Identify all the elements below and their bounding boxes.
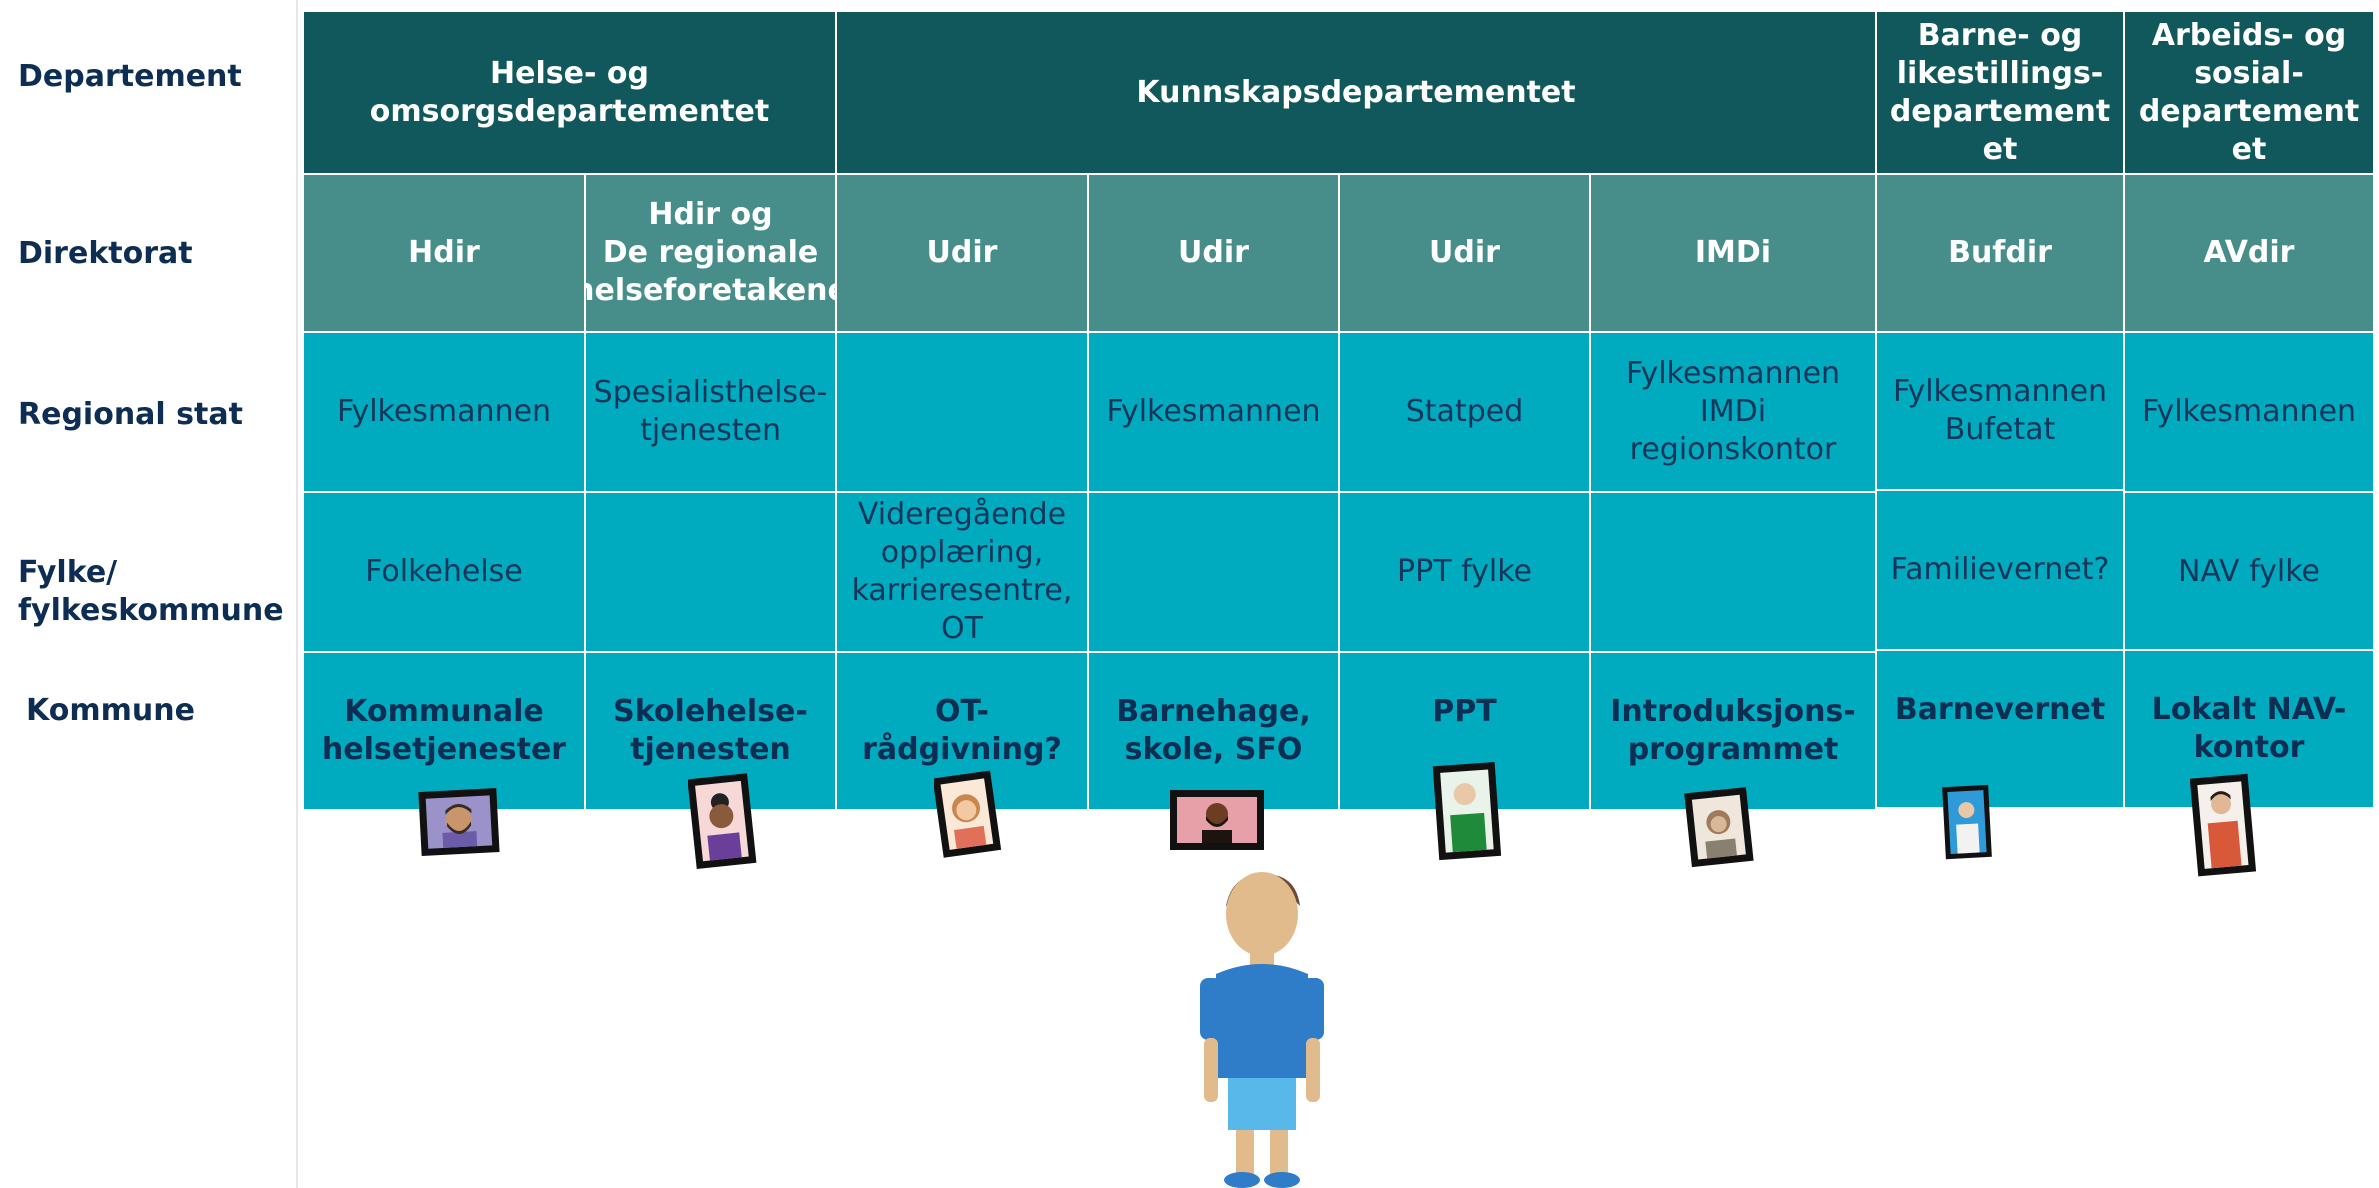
portrait-icon — [1684, 787, 1754, 868]
directorate-cell: Udir — [1087, 173, 1340, 333]
portrait-icon — [2190, 773, 2257, 877]
county-cell: Folkehelse — [302, 491, 586, 653]
county-cell — [1589, 491, 1877, 653]
directorate-cell: IMDi — [1589, 173, 1877, 333]
child-figure-icon — [1200, 872, 1324, 1188]
row-label-kommune: Kommune — [26, 693, 195, 728]
directorate-cell: AVdir — [2123, 173, 2375, 333]
directorate-cell: Hdir og De regionale helseforetakene — [584, 173, 837, 333]
department-cell: Helse- og omsorgsdepartementet — [302, 10, 837, 175]
municipal-cell: Introduksjons- programmet — [1589, 651, 1877, 811]
row-label-departement: Departement — [18, 59, 242, 94]
regional-cell: Fylkesmannen IMDi regionskontor — [1589, 331, 1877, 493]
regional-cell: Fylkesmannen — [1087, 331, 1340, 493]
county-cell: Familievernet? — [1875, 489, 2125, 651]
directorate-cell: Udir — [835, 173, 1089, 333]
municipal-cell: Barnehage, skole, SFO — [1087, 651, 1340, 811]
municipal-cell: Lokalt NAV- kontor — [2123, 649, 2375, 809]
portrait-icon — [1432, 762, 1502, 861]
portrait-icon — [1170, 790, 1264, 850]
left-divider — [296, 0, 298, 1188]
department-cell: Barne- og likestillings- departement et — [1875, 10, 2125, 175]
portrait-icon — [688, 773, 757, 869]
county-cell — [584, 491, 837, 653]
row-label-regional-stat: Regional stat — [18, 397, 243, 432]
county-cell: PPT fylke — [1338, 491, 1591, 653]
directorate-cell: Udir — [1338, 173, 1591, 333]
portrait-icon — [1942, 784, 1992, 860]
regional-cell — [835, 331, 1089, 493]
row-label-fylke: Fylke/ fylkeskommune — [18, 555, 284, 628]
directorate-cell: Bufdir — [1875, 173, 2125, 333]
portrait-icon — [934, 770, 1002, 858]
county-cell: NAV fylke — [2123, 491, 2375, 653]
regional-cell: Fylkesmannen — [302, 331, 586, 493]
row-label-direktorat: Direktorat — [18, 236, 193, 271]
department-cell: Kunnskapsdepartementet — [835, 10, 1877, 175]
county-cell — [1087, 491, 1340, 653]
regional-cell: Fylkesmannen Bufetat — [1875, 331, 2125, 491]
directorate-cell: Hdir — [302, 173, 586, 333]
municipal-cell: Barnevernet — [1875, 649, 2125, 809]
regional-cell: Statped — [1338, 331, 1591, 493]
county-cell: Videregående opplæring, karrieresentre, … — [835, 491, 1089, 653]
regional-cell: Fylkesmannen — [2123, 331, 2375, 493]
regional-cell: Spesialisthelse- tjenesten — [584, 331, 837, 493]
portrait-icon — [418, 788, 500, 857]
municipal-cell: Kommunale helsetjenester — [302, 651, 586, 811]
department-cell: Arbeids- og sosial- departement et — [2123, 10, 2375, 175]
